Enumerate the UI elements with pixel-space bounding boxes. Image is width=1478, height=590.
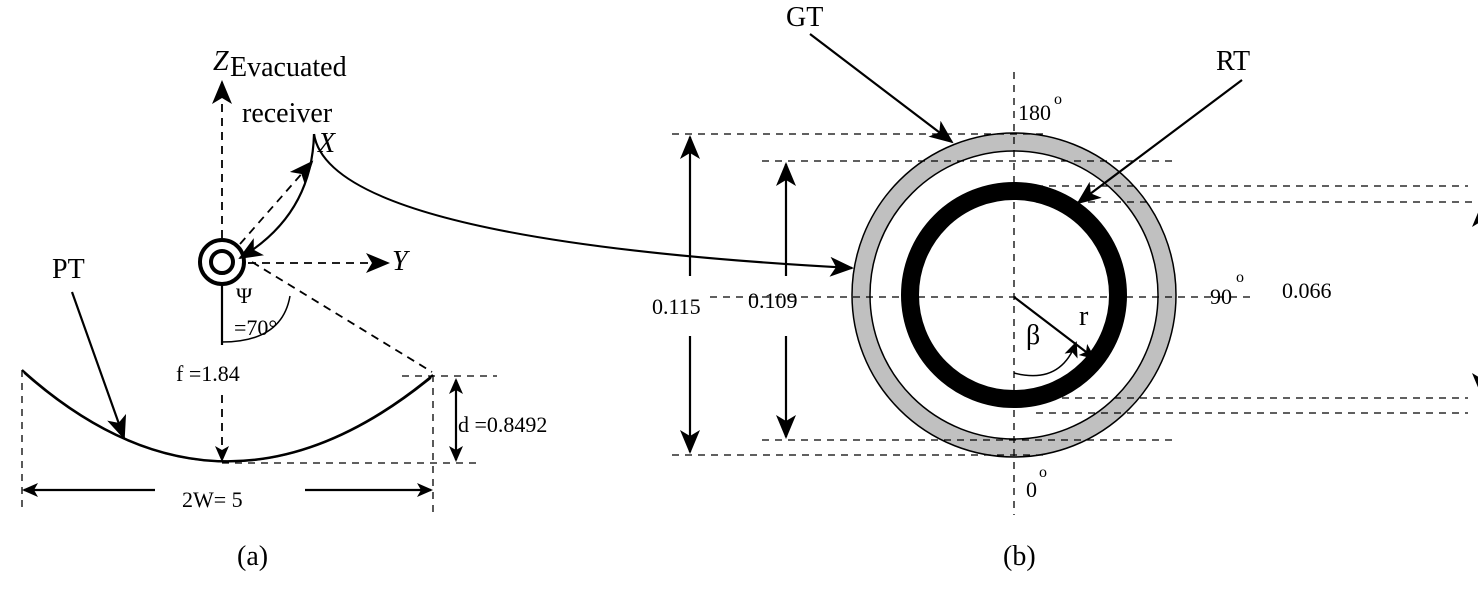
receiver-leader-right [312,133,854,277]
panel-a: 2W= 5 d =0.8492 f =1.84 Ψ =70° Z X Y PT … [21,46,854,572]
beta-symbol: β [1026,320,1040,351]
glass-tube-leader [809,33,954,144]
glass-tube-label: GT [786,2,823,33]
dim-outer-label: 0.115 [652,294,701,319]
y-axis-label: Y [392,246,411,277]
receiver-tube-label: RT [1216,46,1250,77]
angle-right-degree: o [1236,269,1244,286]
angle-top-label: 180 [1018,100,1051,125]
rim-angle-arc [221,295,291,343]
aperture-label: 2W= 5 [182,487,243,512]
x-axis-label: X [317,128,336,159]
psi-value: =70° [234,315,277,340]
receiver-label-line2: receiver [242,98,333,129]
receiver-tube-leader [1076,79,1243,205]
angle-bottom-degree: o [1039,464,1047,481]
depth-label: d =0.8492 [458,412,547,437]
dim-receiver-label: 0.066 [1282,278,1332,303]
z-axis-label: Z [213,46,229,77]
panel-b-caption: (b) [1003,541,1036,572]
trough-label: PT [52,254,85,285]
x-axis [239,160,314,245]
dim-inner-label: 0.109 [748,288,798,313]
radius-symbol: r [1079,301,1089,332]
trough-leader [70,291,127,440]
beta-arc [1013,341,1078,377]
panel-b: 180 o 90 o 0 o β r 0.115 0.109 0.066 GT [652,2,1478,572]
focal-length-label: f =1.84 [176,361,240,386]
angle-top-degree: o [1054,91,1062,108]
rim-angle-line [251,261,433,373]
receiver-inner-circle [209,249,235,275]
receiver-label-line1: Evacuated [230,52,347,83]
radius-line [1013,296,1096,360]
panel-a-caption: (a) [237,541,268,572]
psi-symbol: Ψ [236,283,253,308]
angle-bottom-label: 0 [1026,477,1037,502]
angle-right-label: 90 [1210,284,1232,309]
receiver-leader-left [238,133,316,260]
